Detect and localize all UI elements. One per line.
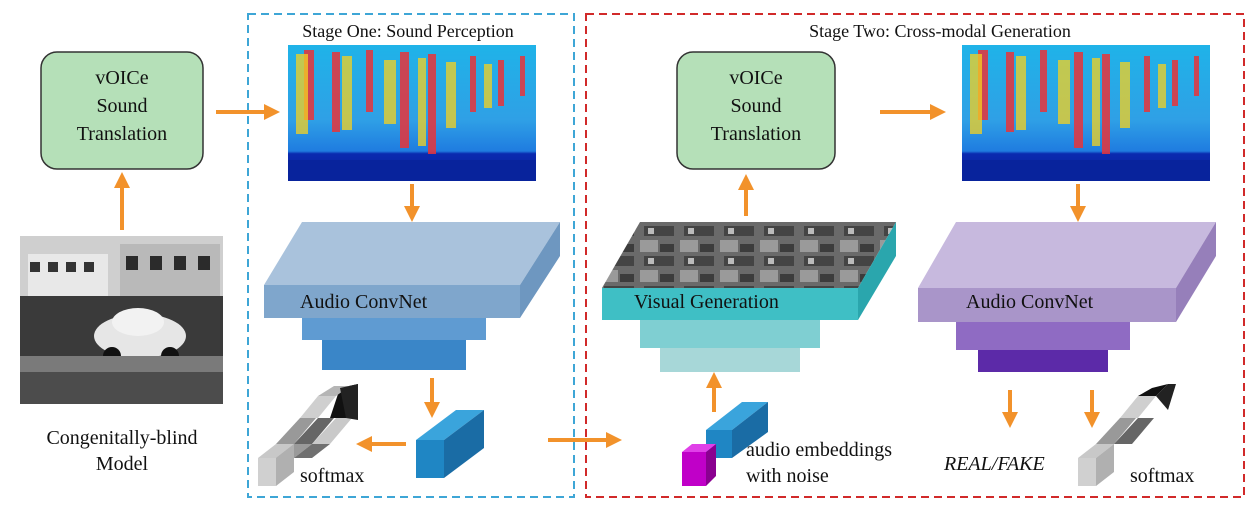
real-fake-label: REAL/FAKE: [943, 453, 1045, 475]
audio-embedding-block-1: [416, 410, 484, 478]
spectrogram-image-1: [288, 45, 536, 181]
stage-two-frame: [585, 13, 1245, 498]
visual-generation-block: [602, 222, 896, 372]
voice-translation-box-right: [676, 51, 836, 170]
blind-model-line-1: Congenitally-blind: [46, 427, 197, 449]
voice-box-right-line-3: Translation: [711, 123, 801, 145]
visual-generation-label: Visual Generation: [634, 291, 779, 313]
softmax-label-2: softmax: [1130, 465, 1194, 487]
voice-translation-box-left: [40, 51, 204, 170]
voice-box-right-line-1: vOICe: [729, 67, 782, 89]
spectrogram-image-2: [962, 45, 1210, 181]
audio-convnet-block-1: [264, 222, 560, 370]
stage-two-title: Stage Two: Cross-modal Generation: [809, 21, 1071, 41]
stage-one-title: Stage One: Sound Perception: [302, 21, 513, 41]
blind-model-line-2: Model: [96, 453, 149, 475]
voice-box-right-line-2: Sound: [730, 95, 781, 117]
softmax-label-1: softmax: [300, 465, 364, 487]
street-photo-image: [20, 236, 223, 404]
voice-box-left-line-3: Translation: [77, 123, 167, 145]
stage-one-frame: [247, 13, 575, 498]
audio-convnet-label-1: Audio ConvNet: [300, 291, 428, 313]
softmax-bar-1: [258, 384, 358, 486]
audio-convnet-label-2: Audio ConvNet: [966, 291, 1094, 313]
voice-box-left-line-1: vOICe: [95, 67, 148, 89]
audio-embedding-with-noise-block: [682, 402, 768, 486]
audio-convnet-block-2: [918, 222, 1216, 372]
softmax-bar-2: [1078, 384, 1176, 486]
embedding-label-line-2: with noise: [746, 465, 829, 487]
embedding-label-line-1: audio embeddings: [746, 439, 892, 461]
voice-box-left-line-2: Sound: [96, 95, 147, 117]
